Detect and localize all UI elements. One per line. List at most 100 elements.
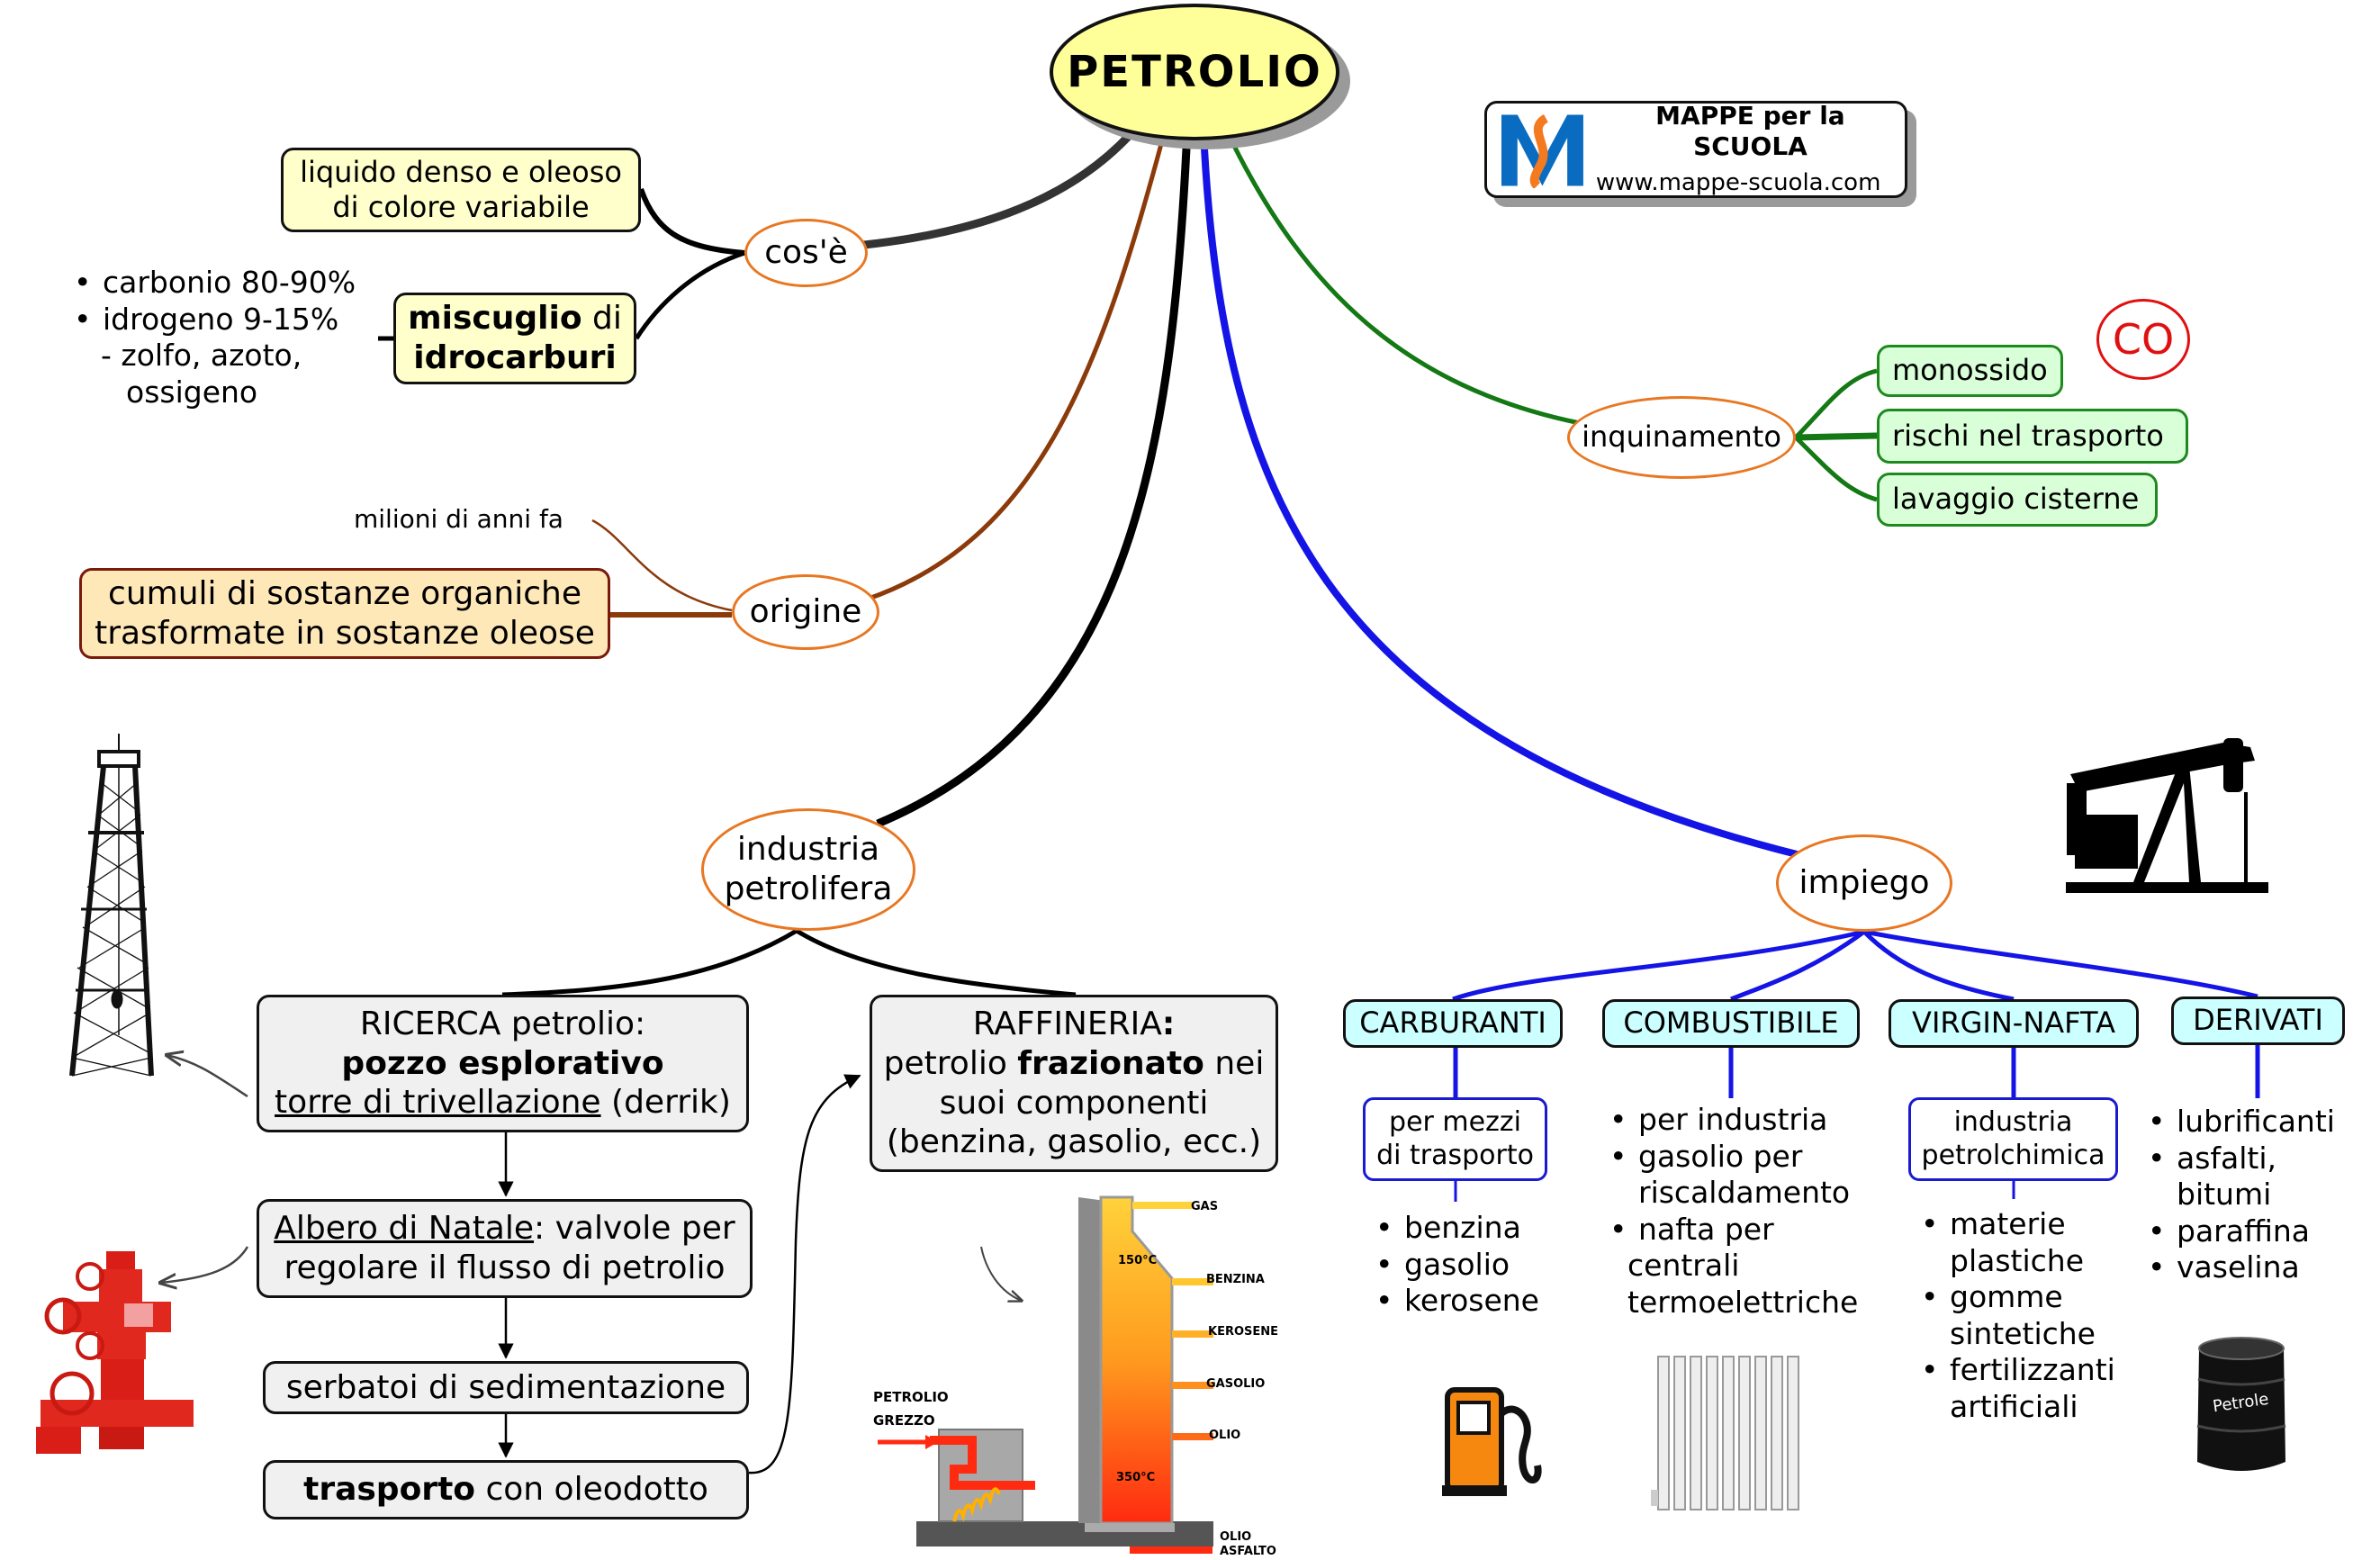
link-petrolio-cose (863, 131, 1133, 249)
link-impiego-virgin (1862, 930, 2015, 1002)
virgin-nafta-list: materie plastiche gomme sintetiche ferti… (1917, 1206, 2115, 1425)
fuel-pump-icon (1442, 1387, 1542, 1496)
virgin-nafta-subbox[interactable]: industria petrolchimica (1908, 1097, 2118, 1181)
ricerca-line-2: pozzo esplorativo (341, 1044, 664, 1082)
link-cose-liquido (638, 187, 745, 256)
link-industria-ricerca (501, 928, 798, 997)
node-origine[interactable]: origine (732, 574, 879, 650)
distillation-column-image (878, 1195, 1213, 1554)
label-olio-bottom: OLIO (1220, 1530, 1252, 1544)
node-industria[interactable]: industria petrolifera (701, 808, 915, 931)
list-item: gomme (1917, 1279, 2115, 1316)
raffineria-line-2c: nei (1204, 1044, 1265, 1082)
node-ricerca[interactable]: RICERCA petrolio: pozzo esplorativo torr… (257, 995, 749, 1132)
node-trasporto[interactable]: trasporto con oleodotto (263, 1460, 749, 1519)
logo-badge[interactable]: MAPPE per la SCUOLA www.mappe-scuola.com (1484, 101, 1907, 198)
raffineria-line-4: (benzina, gasolio, ecc.) (886, 1123, 1262, 1161)
albero-line-2: regolare il flusso di petrolio (284, 1249, 726, 1286)
christmas-tree-valves-image (36, 1251, 194, 1454)
title-node[interactable]: PETROLIO (1050, 4, 1339, 140)
carburanti-subbox[interactable]: per mezzi di trasporto (1363, 1097, 1547, 1181)
subbox-line: petrolchimica (1921, 1139, 2105, 1171)
raffineria-line-3: suoi componenti (939, 1084, 1209, 1122)
industria-line-1: industria (736, 831, 880, 869)
liquido-line-2: di colore variabile (332, 190, 590, 224)
list-item: fertilizzanti (1917, 1352, 2115, 1389)
list-item-cont: sintetiche (1950, 1315, 2096, 1351)
logo-name: MAPPE per la SCUOLA (1655, 100, 1845, 162)
raffineria-line-1: RAFFINERIA: (973, 1005, 1176, 1044)
inquinamento-item-rischi[interactable]: rischi nel trasporto (1877, 409, 2188, 464)
subbox-line: di trasporto (1376, 1139, 1534, 1171)
raffineria-line-2: petrolio frazionato nei (884, 1044, 1265, 1084)
miscuglio-rest: di (581, 300, 622, 338)
node-raffineria[interactable]: RAFFINERIA: petrolio frazionato nei suoi… (870, 995, 1278, 1172)
inquinamento-item-lavaggio[interactable]: lavaggio cisterne (1877, 473, 2158, 527)
albero-line-1: Albero di Natale: valvole per (274, 1209, 735, 1249)
node-serbatoi[interactable]: serbatoi di sedimentazione (263, 1361, 749, 1414)
albero-underlined: Albero di Natale (274, 1210, 535, 1248)
ricerca-line-1: RICERCA petrolio: (359, 1005, 646, 1042)
label-input-1: PETROLIO (873, 1389, 949, 1405)
combustibile-list: per industria gasolio per riscaldamento … (1606, 1102, 1858, 1321)
cumuli-line-2: trasformate in sostanze oleose (95, 614, 595, 652)
derivati-list: lubrificanti asfalti, bitumi paraffina v… (2144, 1104, 2380, 1286)
list-item: kerosene (1372, 1283, 1539, 1320)
ricerca-underlined: torre di trivellazione (275, 1084, 601, 1122)
ricerca-line-3: torre di trivellazione (derrik) (275, 1083, 731, 1123)
composition-sub-item: - zolfo, azoto, (101, 338, 302, 374)
node-miscuglio[interactable]: miscuglio di idrocarburi (393, 293, 636, 384)
composition-item: carbonio 80-90% (70, 265, 356, 302)
flow-arrow-to-raffineria (748, 1074, 861, 1474)
node-cose[interactable]: cos'è (744, 219, 868, 287)
link-inq-monossido (1794, 368, 1878, 439)
serbatoi-label: serbatoi di sedimentazione (285, 1368, 726, 1406)
logo-url[interactable]: www.mappe-scuola.com (1595, 169, 1881, 197)
pointer-column (980, 1246, 1022, 1301)
list-item: materie (1917, 1206, 2115, 1243)
list-item: gasolio (1372, 1247, 1539, 1284)
category-label: VIRGIN-NAFTA (1912, 1005, 2115, 1041)
category-label: CARBURANTI (1359, 1005, 1546, 1041)
category-carburanti[interactable]: CARBURANTI (1343, 999, 1563, 1048)
label-temp-bottom: 350°C (1116, 1471, 1156, 1484)
composition-list: carbonio 80-90% idrogeno 9-15% - zolfo, … (70, 265, 356, 410)
label-gas: GAS (1191, 1200, 1219, 1213)
list-item: nafta per (1606, 1212, 1858, 1249)
label-asfalto: ASFALTO (1220, 1545, 1276, 1558)
miscuglio-bold: miscuglio (408, 300, 582, 338)
miscuglio-line-1: miscuglio di (408, 299, 622, 338)
node-liquido[interactable]: liquido denso e oleoso di colore variabi… (281, 148, 641, 232)
link-inq-lavaggio (1794, 436, 1878, 502)
node-inquinamento-label: inquinamento (1582, 419, 1781, 455)
node-inquinamento[interactable]: inquinamento (1567, 396, 1796, 479)
node-albero[interactable]: Albero di Natale: valvole per regolare i… (257, 1199, 753, 1298)
list-item-cont: riscaldamento (1638, 1175, 1851, 1211)
inquinamento-item-monossido[interactable]: monossido (1877, 345, 2063, 397)
trasporto-label: trasporto con oleodotto (303, 1470, 708, 1510)
inquinamento-item-label: rischi nel trasporto (1892, 418, 2164, 453)
link-industria-raffineria (795, 928, 1077, 997)
raffineria-colon: : (1161, 1005, 1176, 1042)
category-virgin-nafta[interactable]: VIRGIN-NAFTA (1889, 999, 2139, 1048)
origine-note: milioni di anni fa (354, 504, 563, 534)
list-item: per industria (1606, 1102, 1858, 1139)
mappe-logo-icon (1501, 114, 1583, 188)
list-item-cont: centrali (1627, 1248, 1740, 1284)
category-derivati[interactable]: DERIVATI (2171, 996, 2345, 1045)
node-cose-label: cos'è (764, 234, 848, 272)
derrick-tower-image (69, 734, 154, 1077)
subbox-line: per mezzi (1389, 1105, 1521, 1138)
list-item: lubrificanti (2144, 1104, 2380, 1141)
radiator-icon (1651, 1356, 1799, 1510)
node-impiego[interactable]: impiego (1776, 834, 1952, 932)
albero-rest: : valvole per (534, 1210, 735, 1248)
link-petrolio-inquinamento (1231, 142, 1581, 426)
inquinamento-item-label: monossido (1892, 353, 2048, 388)
label-input-2: GREZZO (873, 1412, 935, 1429)
category-combustibile[interactable]: COMBUSTIBILE (1602, 999, 1860, 1048)
node-cumuli[interactable]: cumuli di sostanze organiche trasformate… (79, 568, 610, 659)
link-petrolio-industria (876, 148, 1191, 828)
link-cose-miscuglio (634, 250, 745, 340)
